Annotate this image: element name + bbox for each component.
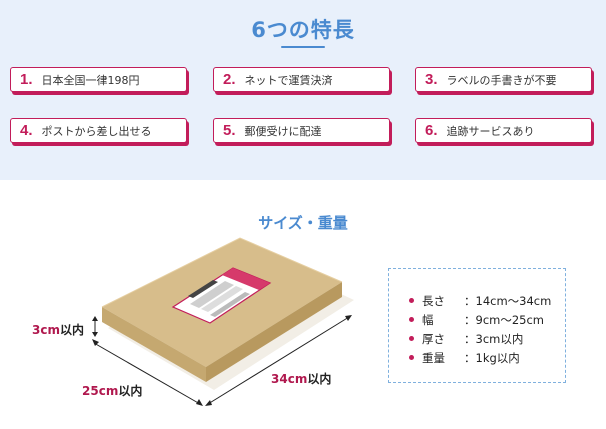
feature-card-2: 2. ネットで運賃決済 — [213, 67, 390, 92]
spec-value: ：14cm～34cm — [464, 294, 552, 308]
feature-number: 6. — [425, 122, 438, 139]
feature-card-4: 4. ポストから差し出せる — [10, 118, 187, 143]
feature-number: 4. — [20, 122, 33, 139]
bullet-icon — [409, 355, 414, 360]
spec-label: 幅 — [422, 313, 434, 327]
spec-box: 長さ ：14cm～34cm 幅 ：9cm～25cm 厚さ ：3cm以内 重量 ：1kg以… — [388, 268, 566, 383]
spec-value: ：3cm以内 — [464, 332, 524, 346]
width-dimension-label: 25cm以内 — [82, 382, 142, 399]
feature-number: 5. — [223, 122, 236, 139]
feature-number: 2. — [223, 71, 236, 88]
feature-text: 郵便受けに配達 — [244, 124, 322, 138]
feature-text: ネットで運賃決済 — [244, 73, 333, 87]
feature-text: 日本全国一律198円 — [41, 73, 140, 87]
spec-label: 重量 — [422, 351, 445, 365]
bullet-icon — [409, 298, 414, 303]
height-value: 3cm — [32, 323, 60, 337]
height-unit: 以内 — [59, 323, 84, 337]
feature-card-5: 5. 郵便受けに配達 — [213, 118, 390, 143]
length-unit: 以内 — [307, 372, 332, 386]
feature-text: ラベルの手書きが不要 — [446, 73, 557, 87]
bullet-icon — [409, 336, 414, 341]
feature-number: 1. — [20, 71, 33, 88]
feature-text: ポストから差し出せる — [41, 124, 152, 138]
spec-row-length: 長さ ：14cm～34cm — [409, 293, 551, 309]
title-underline — [281, 46, 325, 48]
spec-row-width: 幅 ：9cm～25cm — [409, 312, 544, 328]
feature-card-6: 6. 追跡サービスあり — [415, 118, 592, 143]
spec-value: ：1kg以内 — [464, 351, 520, 365]
height-dimension-label: 3cm以内 — [32, 321, 84, 338]
length-value: 34cm — [271, 372, 308, 386]
feature-text: 追跡サービスあり — [446, 124, 535, 138]
width-unit: 以内 — [118, 384, 143, 398]
length-dimension-label: 34cm以内 — [271, 370, 331, 387]
package-left-side — [102, 307, 206, 382]
spec-row-thickness: 厚さ ：3cm以内 — [409, 331, 523, 347]
page-title: 6つの特長 — [251, 18, 355, 42]
spec-value: ：9cm～25cm — [464, 313, 544, 327]
spec-label: 厚さ — [422, 332, 445, 346]
bullet-icon — [409, 317, 414, 322]
feature-number: 3. — [425, 71, 438, 88]
spec-row-weight: 重量 ：1kg以内 — [409, 350, 520, 366]
spec-label: 長さ — [422, 294, 445, 308]
feature-card-1: 1. 日本全国一律198円 — [10, 67, 187, 92]
package-right-side — [206, 282, 342, 382]
size-section-title: サイズ・重量 — [258, 214, 348, 232]
feature-card-3: 3. ラベルの手書きが不要 — [415, 67, 592, 92]
shipping-label — [171, 267, 272, 324]
width-value: 25cm — [82, 384, 119, 398]
